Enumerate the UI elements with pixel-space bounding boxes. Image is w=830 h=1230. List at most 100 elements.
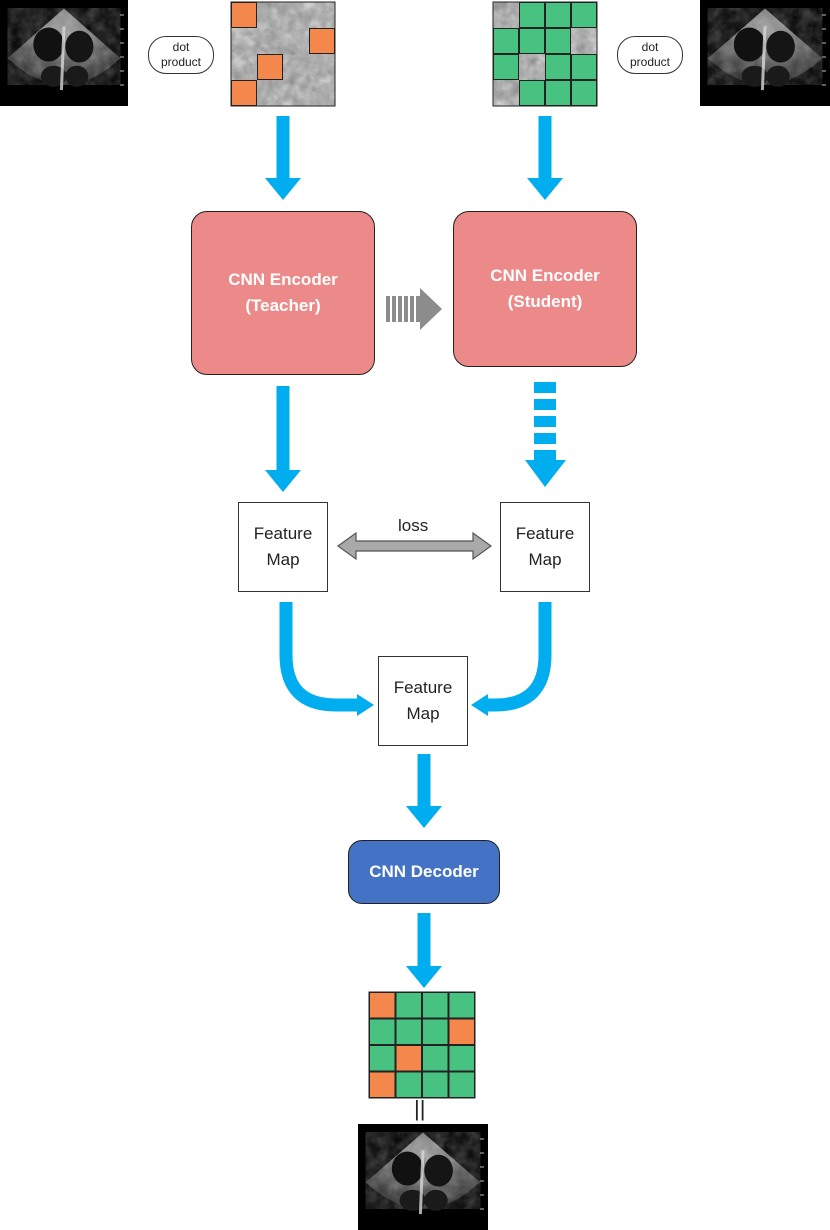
ultrasound-chamber bbox=[65, 30, 94, 63]
patch-cell bbox=[571, 80, 597, 106]
ultrasound-chamber bbox=[766, 30, 795, 63]
dashed-arrow-student-to-feature bbox=[525, 382, 566, 487]
arrow-head bbox=[406, 966, 442, 988]
patch-cell bbox=[369, 1071, 396, 1098]
ultrasound-image-input-left bbox=[0, 0, 128, 106]
arrow-input-to-teacher bbox=[265, 116, 301, 200]
patch-cell bbox=[545, 80, 571, 106]
teacher-encoder-subtitle: (Teacher) bbox=[245, 296, 321, 315]
curved-arrow-teacher-to-fused bbox=[279, 602, 374, 716]
arrow-shaft bbox=[276, 386, 290, 471]
decoder-label: CNN Decoder bbox=[369, 862, 479, 881]
ultrasound-chamber bbox=[65, 65, 89, 87]
feature-map-line2: Map bbox=[528, 550, 562, 569]
ultrasound-septum bbox=[760, 26, 767, 91]
ultrasound-image-input-right bbox=[700, 0, 830, 106]
ultrasound-image-reconstructed bbox=[358, 1124, 488, 1230]
arrow-input-to-student bbox=[527, 116, 563, 200]
ultrasound-septum bbox=[59, 26, 66, 91]
patch-cell bbox=[519, 2, 545, 28]
arrow-stripe bbox=[416, 296, 420, 322]
loss-arrow bbox=[336, 531, 493, 561]
patch-cell bbox=[231, 2, 257, 28]
ultrasound-chamber bbox=[40, 65, 67, 87]
arrow-head bbox=[265, 470, 301, 492]
loss-label: loss bbox=[398, 516, 429, 535]
patch-cell bbox=[369, 992, 396, 1019]
feature-map-line1: Feature bbox=[515, 524, 575, 543]
feature-map-teacher: Feature Map bbox=[238, 502, 328, 592]
teacher-encoder-box: CNN Encoder (Teacher) bbox=[191, 211, 375, 375]
masked-patch-grid-teacher bbox=[230, 1, 336, 107]
dot-product-label-right: dot product bbox=[617, 36, 683, 74]
feature-map-line1: Feature bbox=[393, 678, 453, 697]
patch-cell bbox=[571, 54, 597, 80]
patch-cell bbox=[395, 1071, 422, 1098]
ultrasound-chamber bbox=[399, 1189, 426, 1211]
arrow-teacher-to-feature bbox=[265, 386, 301, 492]
gray-arrow-teacher-to-student bbox=[386, 288, 442, 330]
patch-cell bbox=[545, 28, 571, 54]
arrow-head bbox=[406, 806, 442, 828]
student-encoder-subtitle: (Student) bbox=[507, 292, 583, 311]
flow-arrows bbox=[265, 116, 563, 988]
patch-grid-border bbox=[492, 1, 598, 107]
patch-cell bbox=[395, 992, 422, 1019]
curved-arrow-student-to-fused bbox=[471, 602, 552, 716]
dot-product-line1: dot bbox=[172, 40, 190, 54]
patch-cell bbox=[493, 54, 519, 80]
dot-product-label-left: dot product bbox=[148, 36, 214, 74]
feature-map-fused: Feature Map bbox=[378, 656, 468, 746]
ultrasound-chamber bbox=[424, 1154, 453, 1187]
arrow-head bbox=[527, 178, 563, 200]
patch-cell bbox=[519, 80, 545, 106]
arrow-dash-segment bbox=[534, 399, 556, 410]
patch-cell bbox=[545, 54, 571, 80]
masked-patch-grid-student bbox=[492, 1, 598, 107]
arrow-decoder-to-output bbox=[406, 913, 442, 988]
patch-cell bbox=[395, 1045, 422, 1072]
ultrasound-chamber bbox=[766, 65, 790, 87]
patch-cell bbox=[448, 1071, 475, 1098]
patch-grid-border bbox=[230, 1, 336, 107]
teacher-encoder-title: CNN Encoder bbox=[228, 270, 338, 289]
ultrasound-chamber bbox=[391, 1151, 423, 1186]
ultrasound-chamber bbox=[741, 65, 768, 87]
patch-cell bbox=[369, 1018, 396, 1045]
feature-map-line1: Feature bbox=[253, 524, 313, 543]
dot-product-line2: product bbox=[629, 55, 671, 69]
student-encoder-title: CNN Encoder bbox=[490, 266, 600, 285]
arrow-dash-segment bbox=[534, 382, 556, 393]
arrow-dash-segment bbox=[534, 433, 556, 444]
arrow-stripe bbox=[386, 296, 390, 322]
arrow-stripe bbox=[398, 296, 402, 322]
arrow-shaft bbox=[417, 913, 431, 967]
student-encoder-box: CNN Encoder (Student) bbox=[453, 211, 637, 367]
patch-cell bbox=[519, 28, 545, 54]
arrow-stripe bbox=[392, 296, 396, 322]
arrow-stripe bbox=[410, 296, 414, 322]
ultrasound-chamber bbox=[33, 27, 64, 62]
patch-cell bbox=[422, 1045, 449, 1072]
feature-map-student: Feature Map bbox=[500, 502, 590, 592]
patch-cell bbox=[493, 28, 519, 54]
ultrasound-chamber bbox=[733, 27, 766, 62]
arrow-dash-segment bbox=[534, 416, 556, 427]
patch-cell bbox=[448, 1018, 475, 1045]
arrow-head bbox=[525, 460, 566, 487]
arrow-dash-segment bbox=[534, 450, 556, 460]
patch-cell bbox=[257, 54, 283, 80]
patch-cell bbox=[309, 28, 335, 54]
arrow-fused-to-decoder bbox=[406, 754, 442, 828]
patch-cell bbox=[448, 992, 475, 1019]
output-patch-grid bbox=[368, 991, 476, 1099]
patch-cell bbox=[422, 992, 449, 1019]
patch-cell bbox=[422, 1018, 449, 1045]
arrow-stripe bbox=[404, 296, 408, 322]
arrow-head bbox=[420, 288, 442, 330]
patch-cell bbox=[571, 2, 597, 28]
feature-map-line2: Map bbox=[266, 550, 300, 569]
ultrasound-chamber bbox=[424, 1189, 448, 1211]
patch-cell bbox=[369, 1045, 396, 1072]
